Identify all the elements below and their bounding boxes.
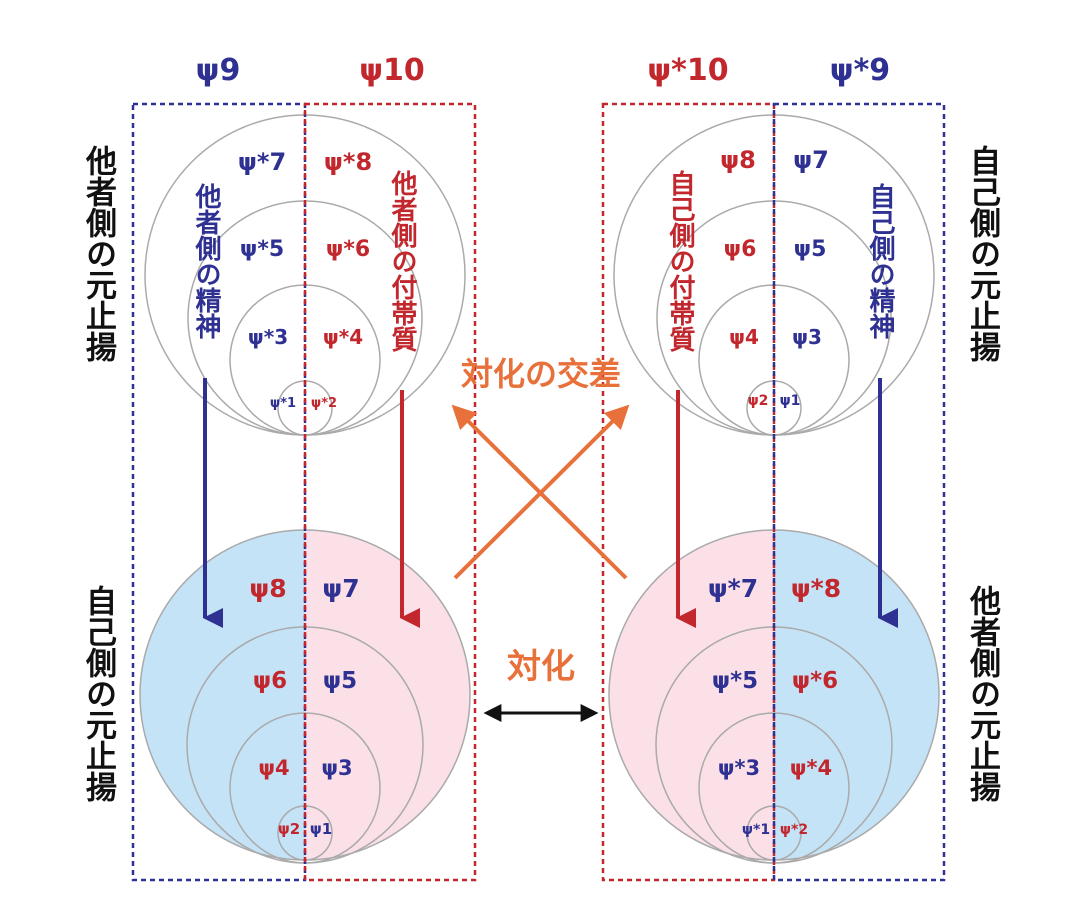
side-label-top-left: 他者側の元止揚 [80, 145, 118, 362]
tr-label-r1: ψ7 [793, 146, 829, 174]
bottom-left-circle-fill [140, 530, 470, 860]
bl-label-l2: ψ6 [253, 668, 287, 694]
tr-label-l3: ψ4 [729, 325, 759, 349]
br-label-l3: ψ*3 [718, 756, 760, 780]
tl-label-l2: ψ*5 [240, 237, 284, 262]
header-left-red: ψ10 [359, 53, 425, 88]
bl-label-r1: ψ7 [322, 574, 359, 603]
br-label-r4: ψ*2 [780, 822, 808, 838]
bl-label-r4: ψ1 [310, 820, 332, 838]
br-label-l4: ψ*1 [742, 822, 770, 838]
right-blue-dashed-box [772, 102, 946, 882]
tr-label-r2: ψ5 [794, 237, 827, 262]
left-red-dashed-box [303, 102, 477, 882]
tr-label-r3: ψ3 [792, 325, 822, 349]
pairing-label: 対化 [507, 647, 575, 687]
tl-label-r3: ψ*4 [323, 325, 363, 349]
tl-label-l1: ψ*7 [238, 148, 286, 176]
side-label-top-right: 自己側の元止揚 [964, 145, 1002, 362]
cross-arrow-up-left [451, 404, 628, 580]
br-label-r3: ψ*4 [790, 756, 832, 780]
bl-label-r2: ψ5 [323, 668, 357, 694]
column-label-left-red: 他者側の付帯質 [387, 170, 418, 353]
bl-label-l4: ψ2 [278, 820, 300, 838]
tl-label-r4: ψ*2 [311, 396, 337, 411]
tl-label-l3: ψ*3 [248, 325, 288, 349]
side-label-bottom-left: 自己側の元止揚 [80, 585, 118, 802]
column-label-right-red: 自己側の付帯質 [665, 169, 696, 353]
br-label-l2: ψ*5 [712, 668, 758, 694]
column-label-left-blue: 他者側の精神 [191, 183, 222, 339]
column-label-right-blue: 自己側の精神 [865, 182, 896, 339]
tl-label-l4: ψ*1 [270, 396, 296, 411]
br-label-r1: ψ*8 [791, 574, 841, 603]
tl-label-r1: ψ*8 [324, 148, 372, 176]
side-label-bottom-right: 他者側の元止揚 [964, 585, 1002, 802]
header-right-red: ψ*10 [647, 53, 728, 88]
header-right-blue: ψ*9 [830, 53, 890, 88]
crossing-label: 対化の交差 [461, 355, 621, 393]
tr-label-l2: ψ6 [724, 237, 757, 262]
tr-label-l1: ψ8 [720, 146, 756, 174]
bl-label-r3: ψ3 [321, 756, 352, 780]
tr-label-r4: ψ1 [780, 393, 801, 409]
tl-label-r2: ψ*6 [326, 237, 370, 262]
bl-label-l3: ψ4 [258, 756, 289, 780]
bl-label-l1: ψ8 [249, 574, 286, 603]
br-label-l1: ψ*7 [708, 574, 758, 603]
header-left-blue: ψ9 [196, 53, 241, 88]
br-label-r2: ψ*6 [792, 668, 838, 694]
tr-label-l4: ψ2 [748, 393, 769, 409]
